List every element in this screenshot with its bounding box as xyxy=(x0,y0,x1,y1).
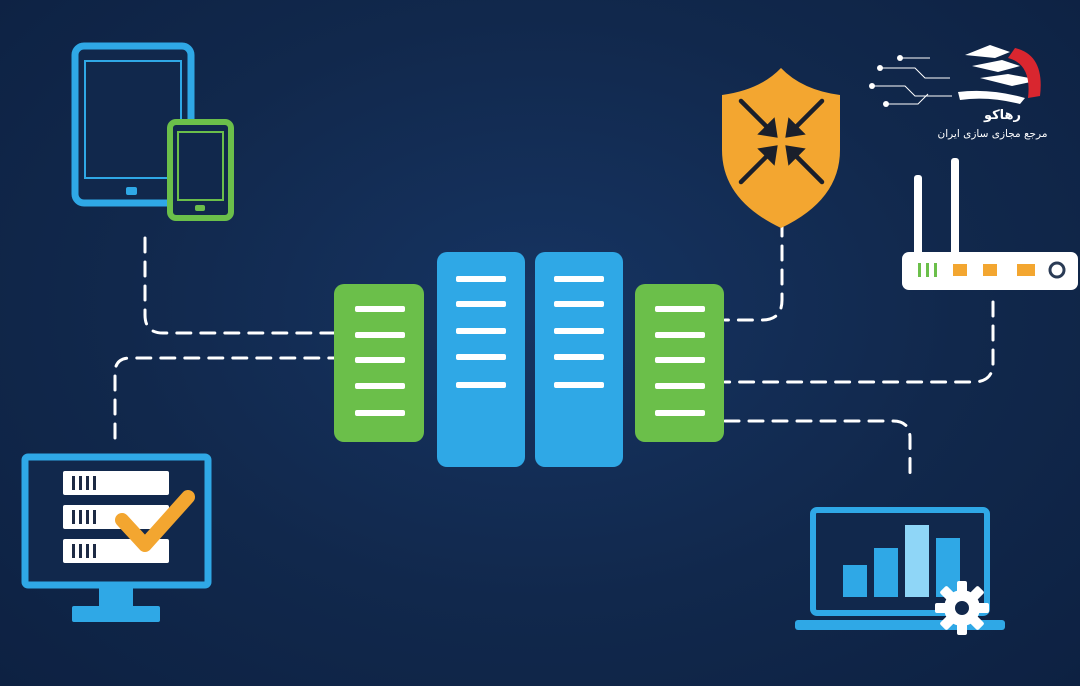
logo-circuit-lines xyxy=(872,57,952,105)
shield-arrows-icon xyxy=(722,68,840,228)
router-led xyxy=(1017,264,1035,276)
router-port xyxy=(1048,261,1066,279)
monitor-servers-check-icon xyxy=(21,453,212,622)
laptop-bar-chart-gear-icon xyxy=(795,507,1005,635)
check-mark-icon xyxy=(115,490,195,552)
connector-shield-to-rack xyxy=(723,220,784,322)
tablet-screen xyxy=(84,60,182,179)
rahaco-logo xyxy=(869,45,1041,107)
monitor-neck xyxy=(99,586,133,608)
server-unit-green-right xyxy=(635,284,724,442)
connector-router-to-rack xyxy=(723,300,995,384)
laptop-bar-chart xyxy=(843,525,960,597)
router-led xyxy=(983,264,997,276)
connector-tablet-to-rack xyxy=(143,236,340,335)
router-antenna-left xyxy=(914,175,922,257)
connectors xyxy=(113,220,995,480)
connector-monitor-to-rack xyxy=(113,356,340,440)
server-rack-icon xyxy=(334,252,724,467)
shield-body xyxy=(722,68,840,228)
gear-icon xyxy=(935,581,989,635)
monitor-stand xyxy=(72,606,160,622)
server-unit-blue-left xyxy=(437,252,525,467)
phone-home-button xyxy=(195,205,205,211)
server-unit-green-left xyxy=(334,284,424,442)
logo-name: رهاکو xyxy=(983,108,1022,123)
router-antenna-right xyxy=(951,158,959,257)
logo-wing-mark xyxy=(958,45,1041,104)
connector-laptop-to-rack xyxy=(723,419,912,480)
shield-arrows xyxy=(738,98,825,185)
tablet-home-button xyxy=(126,187,137,195)
router-icon xyxy=(902,158,1078,290)
logo-circuit-nodes xyxy=(869,55,903,107)
tablet-phone-icon xyxy=(71,42,234,221)
phone-screen xyxy=(177,131,224,201)
server-unit-blue-right xyxy=(535,252,623,467)
logo-tagline: مرجع مجازی سازی ایران xyxy=(937,128,1048,140)
router-led xyxy=(953,264,967,276)
